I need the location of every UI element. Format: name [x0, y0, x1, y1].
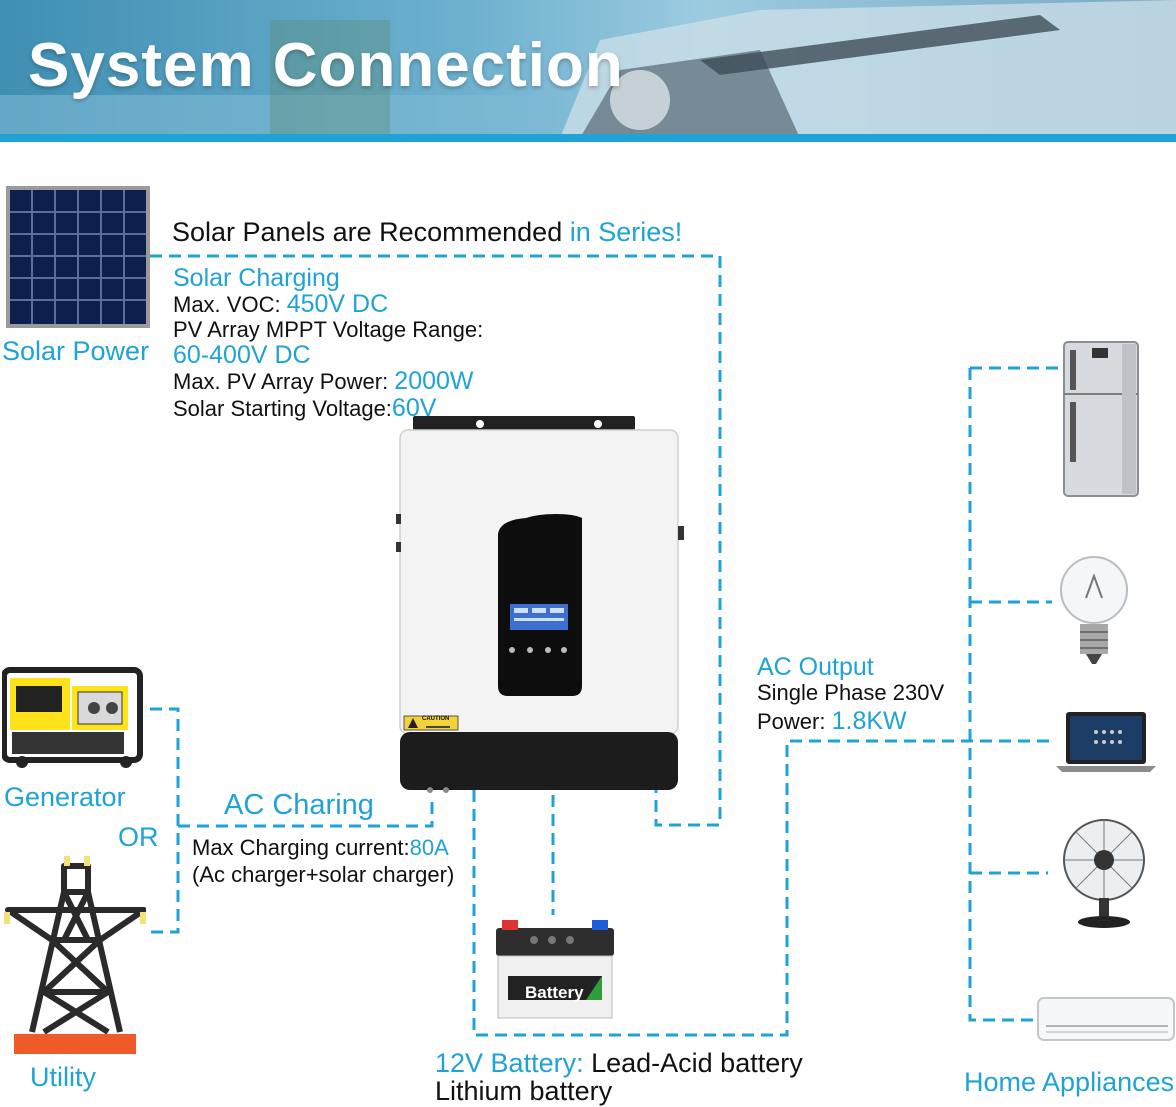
- ac-output-power: Power: 1.8KW: [757, 708, 907, 735]
- solar-starting-voltage: Solar Starting Voltage:60V: [173, 395, 436, 422]
- or-label: OR: [118, 822, 159, 852]
- battery-type-lithium: Lithium battery: [435, 1076, 613, 1106]
- solar-charging-title: Solar Charging: [173, 264, 340, 292]
- battery-voltage-label: 12V Battery:: [435, 1048, 584, 1078]
- utility-tower-icon: [4, 856, 146, 1054]
- generator-label: Generator: [4, 782, 126, 812]
- start-voltage-label: Solar Starting Voltage:: [173, 396, 392, 421]
- solar-panel-icon: [6, 186, 150, 328]
- refrigerator-icon: [1063, 341, 1139, 497]
- home-appliances-label: Home Appliances: [964, 1067, 1175, 1097]
- ac-output-phase: Single Phase 230V: [757, 680, 945, 705]
- series-text: Solar Panels are Recommended: [172, 217, 570, 247]
- max-pv-power: Max. PV Array Power: 2000W: [173, 368, 474, 395]
- battery-type-lead-acid: Lead-Acid battery: [583, 1048, 803, 1078]
- max-voc-value: 450V DC: [286, 290, 389, 318]
- generator-icon: [2, 667, 143, 768]
- laptop-icon: [1056, 712, 1156, 772]
- air-conditioner-icon: [1037, 997, 1175, 1041]
- header-banner: [0, 0, 1176, 138]
- light-bulb-icon: [1060, 556, 1128, 664]
- page-title: System Connection: [28, 31, 624, 100]
- max-pv-power-label: Max. PV Array Power:: [173, 369, 395, 394]
- banner-divider: [0, 134, 1176, 142]
- inverter-caution-label: CAUTION: [422, 716, 450, 722]
- mppt-range-value: 60-400V DC: [173, 341, 311, 369]
- max-pv-power-value: 2000W: [394, 367, 474, 395]
- max-charging-current: Max Charging current:80A: [192, 835, 449, 861]
- ac-output-power-value: 1.8KW: [831, 707, 907, 735]
- battery-icon: [496, 920, 614, 1019]
- electric-fan-icon: [1063, 819, 1145, 928]
- mppt-range-label: PV Array MPPT Voltage Range:: [173, 317, 484, 342]
- max-voc-label: Max. VOC:: [173, 292, 287, 317]
- battery-icon-text: Battery: [525, 983, 584, 1002]
- max-voc: Max. VOC: 450V DC: [173, 291, 388, 318]
- solar-power-label: Solar Power: [2, 336, 150, 366]
- banner-photo: [0, 0, 1176, 138]
- ac-output-power-label: Power:: [757, 709, 832, 734]
- ac-output-title: AC Output: [757, 653, 874, 681]
- max-charging-current-value: 80A: [409, 835, 449, 860]
- battery-types: 12V Battery: Lead-Acid battery: [435, 1048, 803, 1078]
- ac-charging-title: AC Charing: [224, 789, 374, 821]
- max-charging-current-label: Max Charging current:: [192, 835, 410, 860]
- series-highlight: in Series!: [569, 217, 683, 247]
- series-recommendation: Solar Panels are Recommended in Series!: [172, 216, 682, 248]
- charger-note: (Ac charger+solar charger): [192, 862, 455, 887]
- utility-label: Utility: [30, 1062, 96, 1092]
- inverter-icon: [396, 416, 684, 793]
